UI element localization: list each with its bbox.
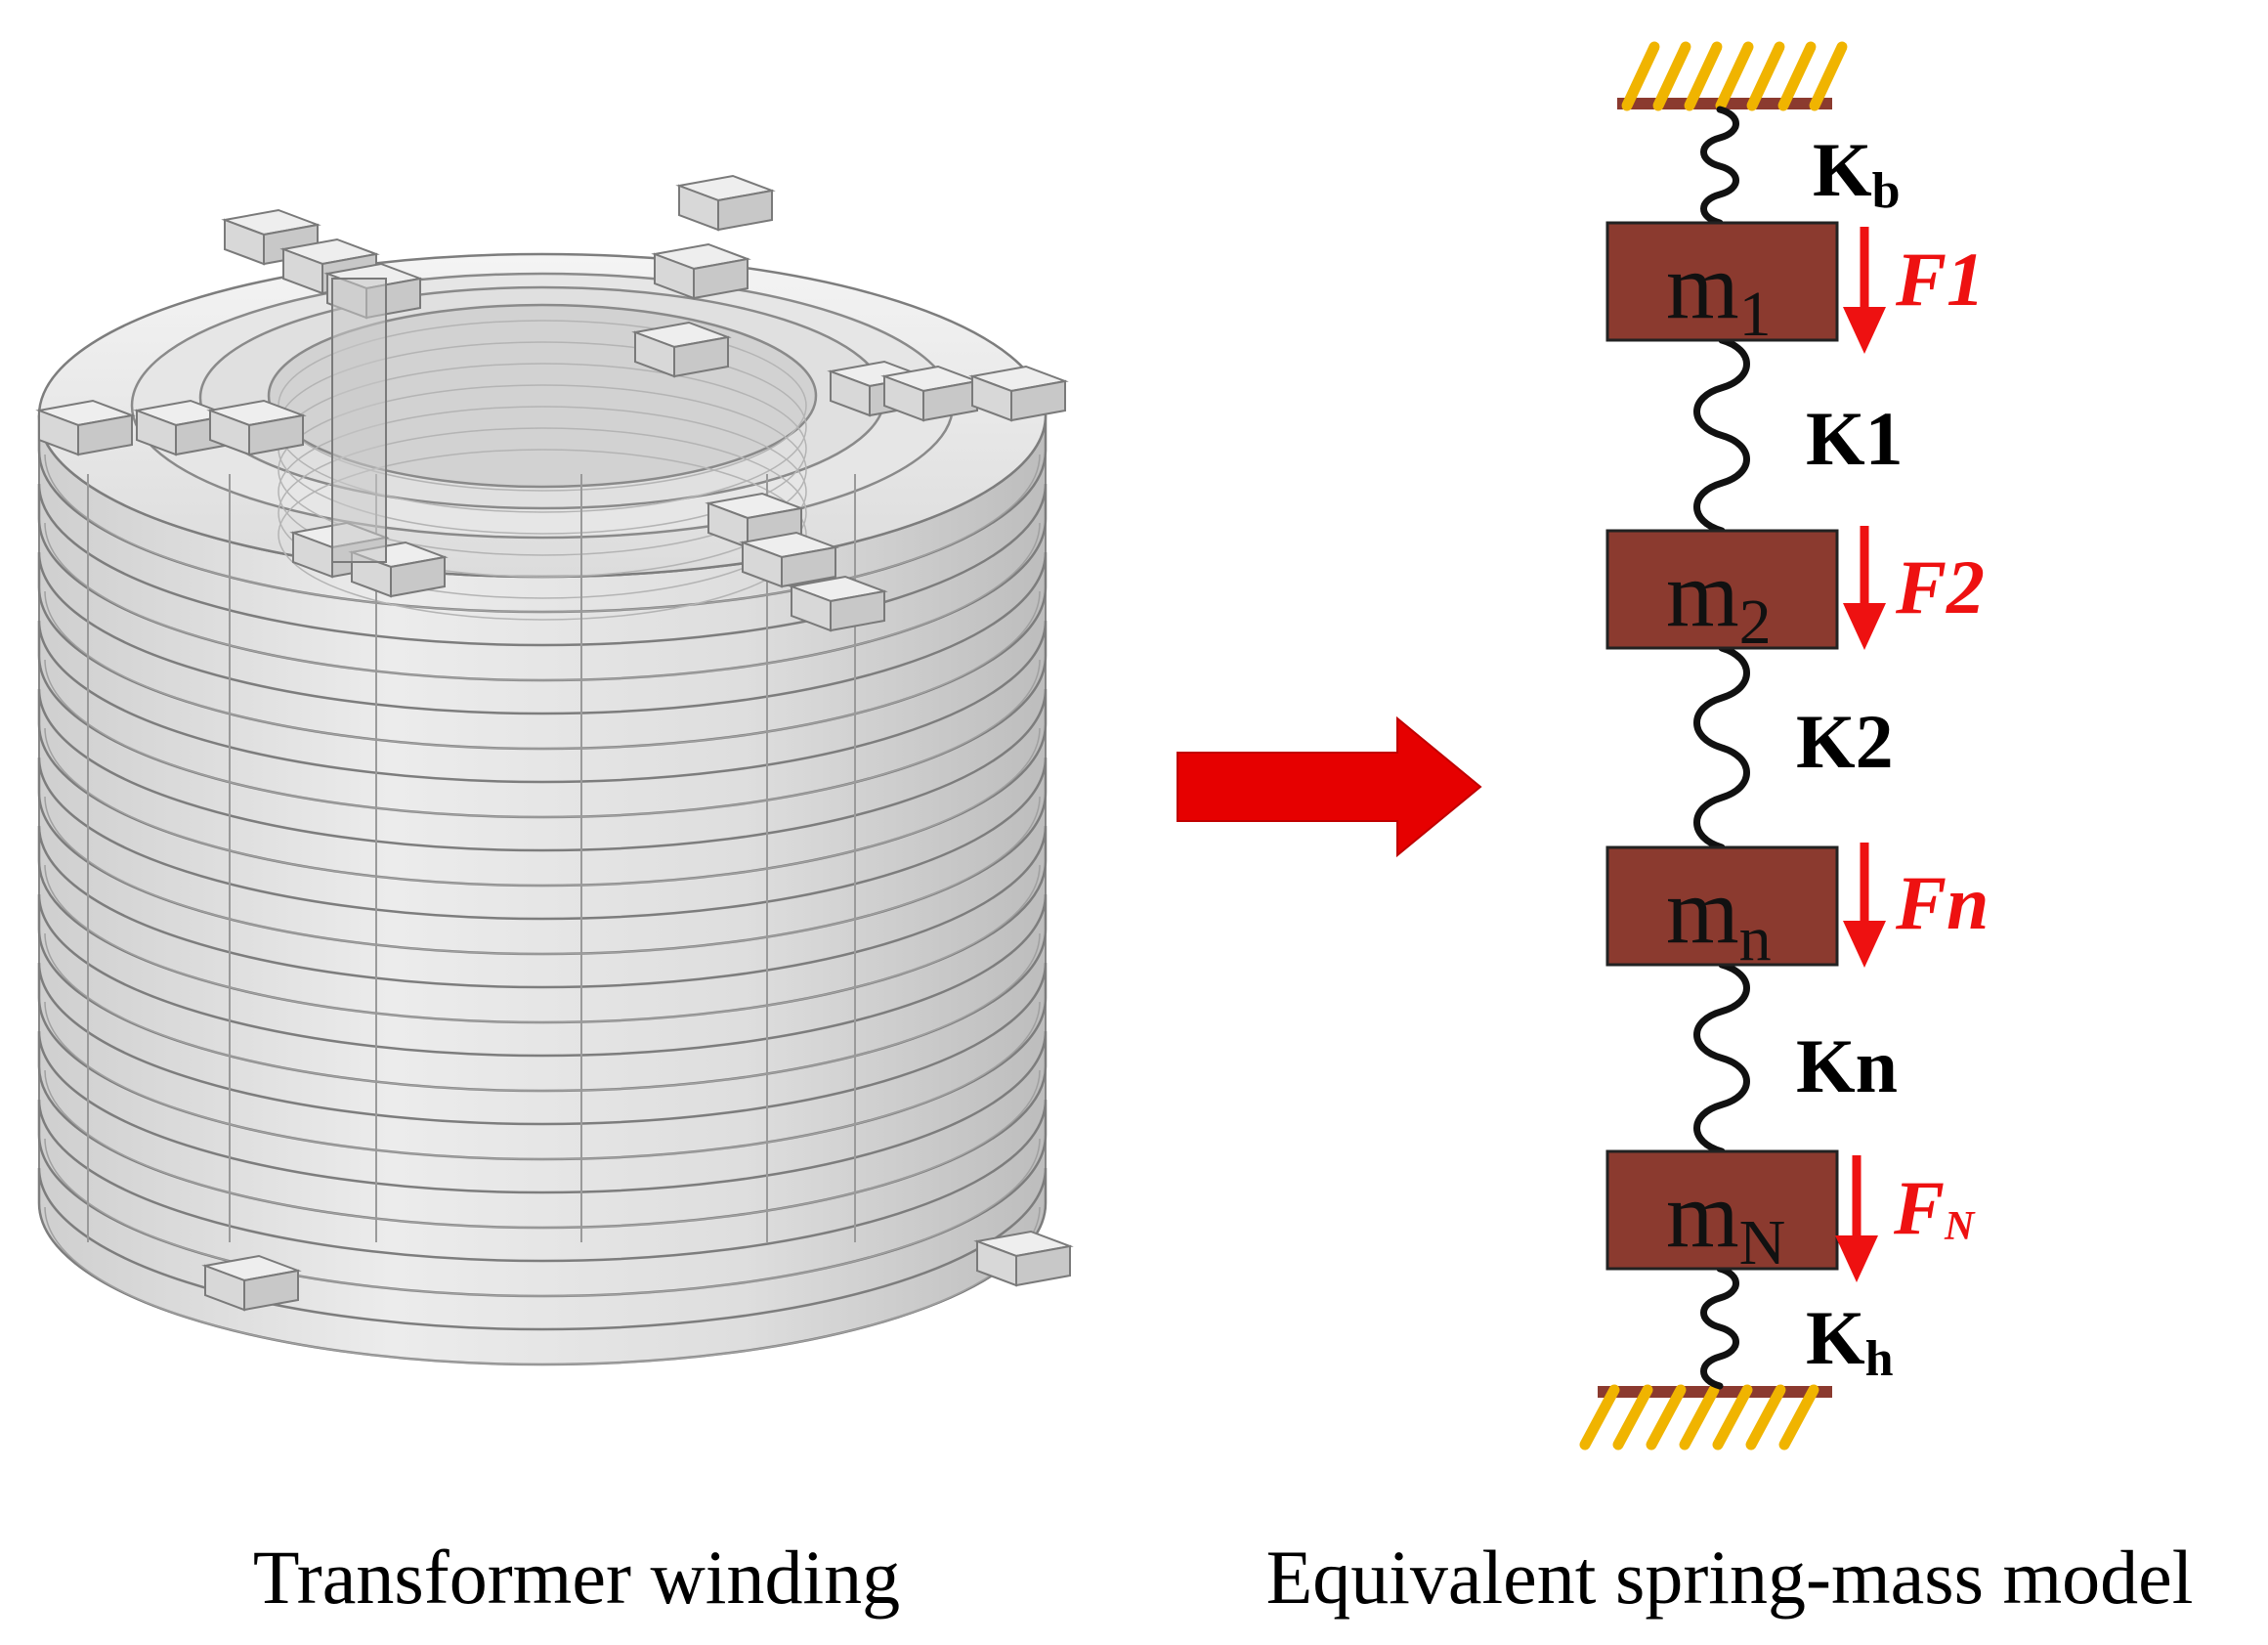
hatch-line [1715, 41, 1754, 111]
force-arrows [1835, 227, 1886, 1282]
svg-text:mn: mn [1666, 858, 1772, 974]
hatch-line [1746, 41, 1785, 111]
spacer-block [968, 365, 1069, 422]
top-ground-support [1617, 41, 1848, 111]
arrow-down-icon [1843, 843, 1886, 968]
svg-text:m2: m2 [1666, 541, 1772, 658]
hatch-line [1612, 1384, 1653, 1450]
caption-transformer-winding: Transformer winding [253, 1535, 900, 1620]
mass-sub-1: 1 [1739, 279, 1772, 350]
hatch-line [1621, 41, 1660, 111]
svg-text:mN: mN [1666, 1162, 1785, 1278]
winding-disc [37, 688, 1048, 887]
mass-label-n: m [1666, 858, 1739, 963]
force-label-N: FN [1893, 1165, 1976, 1250]
spacer-block [631, 321, 732, 378]
spacer-block [880, 365, 981, 422]
spacer-block [206, 399, 307, 456]
transformer-winding-illustration [35, 174, 1074, 1366]
bottom-ground-hatch [1579, 1384, 1819, 1450]
force-label-n: Fn [1895, 860, 1989, 945]
spring-label-k2: K2 [1796, 699, 1894, 784]
core-spacer-stick [331, 278, 387, 563]
mass-sub-n: n [1739, 903, 1772, 974]
winding-disc [37, 1167, 1048, 1366]
force-label-1: F1 [1895, 237, 1985, 322]
mass-sub-N: N [1739, 1207, 1786, 1278]
inner-layer-line [278, 384, 807, 556]
spring-kh [1700, 1265, 1739, 1390]
mass-mn: mn [1605, 845, 1839, 974]
hatch-line [1712, 1384, 1753, 1450]
hatch-line [1778, 1384, 1819, 1450]
winding-disc [37, 962, 1048, 1161]
mass-m1: m1 [1605, 221, 1839, 350]
arrow-down-icon [1843, 227, 1886, 354]
spacer-block [739, 531, 839, 588]
svg-text:m1: m1 [1666, 234, 1772, 350]
spring-k2 [1693, 644, 1750, 851]
spring-kn [1693, 961, 1750, 1155]
spacer-block [651, 242, 751, 300]
hatch-line [1684, 41, 1723, 111]
hatch-line [1777, 41, 1817, 111]
spacer-block [675, 174, 776, 232]
mass-block-N [1605, 1149, 1839, 1271]
spacer-block [133, 399, 234, 456]
mass-m2: m2 [1605, 529, 1839, 658]
spacer-block [35, 399, 136, 456]
spacer-block [788, 575, 888, 632]
mass-sub-2: 2 [1739, 586, 1772, 658]
hatch-line [1652, 41, 1691, 111]
winding-disc [37, 757, 1048, 956]
bottom-ground-support [1579, 1384, 1832, 1450]
hatch-line [1809, 41, 1848, 111]
hatch-line [1579, 1384, 1620, 1450]
hatch-line [1646, 1384, 1687, 1450]
mass-block-2 [1605, 529, 1839, 650]
spring-mass-model: m1 m2 mn mN F1 F2 Fn FN Kb K1 K2 Kn Kh [1579, 41, 1989, 1450]
springs-group [1693, 106, 1750, 1390]
hatch-line [1745, 1384, 1786, 1450]
spring-label-kb: Kb [1813, 127, 1901, 219]
arrow-down-icon [1843, 526, 1886, 650]
top-ground-hatch [1621, 41, 1848, 111]
mass-label-2: m [1666, 541, 1739, 646]
spacer-block [705, 492, 805, 549]
caption-spring-mass-model: Equivalent spring-mass model [1266, 1535, 2194, 1620]
winding-disc [37, 893, 1048, 1093]
spring-kb [1700, 106, 1739, 227]
mass-label-1: m [1666, 234, 1739, 338]
inner-layer-line [278, 449, 807, 621]
mass-block-n [1605, 845, 1839, 967]
hatch-line [1679, 1384, 1720, 1450]
mass-label-N: m [1666, 1162, 1739, 1267]
spring-k1 [1693, 336, 1750, 535]
inner-layer-line [278, 427, 807, 599]
force-label-2: F2 [1895, 544, 1985, 629]
mass-block-1 [1605, 221, 1839, 342]
spacer-block [973, 1230, 1074, 1287]
winding-disc [37, 483, 1048, 682]
spring-label-k1: K1 [1806, 396, 1904, 481]
winding-disc [37, 551, 1048, 751]
winding-disc [37, 620, 1048, 819]
inner-layer-line [278, 406, 807, 578]
arrow-down-icon [1835, 1155, 1878, 1282]
winding-disc [37, 1030, 1048, 1230]
spring-label-kh: Kh [1806, 1295, 1894, 1387]
spring-label-kn: Kn [1796, 1023, 1898, 1108]
arrow-right-icon [1177, 715, 1482, 858]
spacer-block [201, 1254, 302, 1312]
winding-disc [37, 825, 1048, 1024]
mass-mN: mN [1605, 1149, 1839, 1278]
